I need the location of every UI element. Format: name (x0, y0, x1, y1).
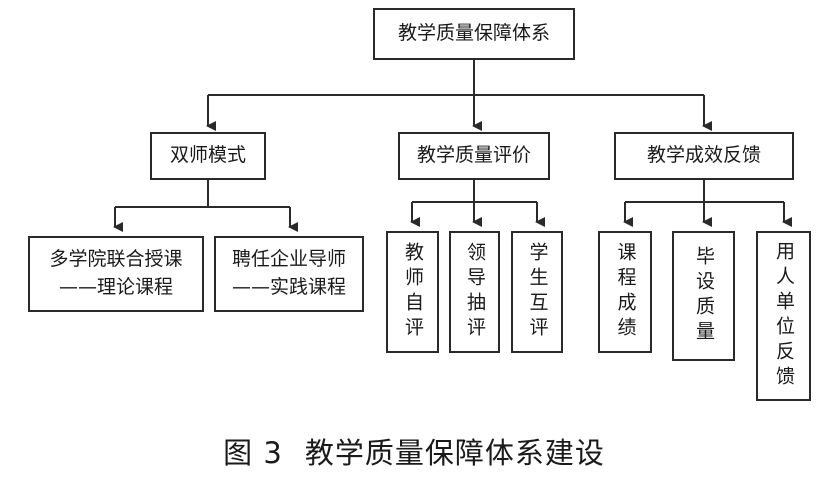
leaf-label-line2: ——理论课程 (58, 276, 173, 298)
leaf-label-line1: 多学院联合授课 (49, 248, 183, 271)
leaf-node-employer-feedback: 用人单位反馈 (756, 231, 811, 401)
root-label: 教学质量保障体系 (397, 22, 550, 45)
leaf-node-student-peer-eval: 学生互评 (511, 231, 563, 353)
figure-caption: 图 3 教学质量保障体系建设 (0, 430, 828, 472)
leaf-label-line2: ——实践课程 (231, 276, 346, 298)
leaf-node-leader-spot-eval: 领导抽评 (449, 231, 500, 353)
leaf-label: 领导抽评 (464, 242, 486, 342)
leaf-label: 用人单位反馈 (773, 241, 795, 391)
leaf-label: 教师自评 (402, 242, 424, 342)
leaf-label: 学生互评 (526, 242, 549, 342)
branch-node-outcome-feedback: 教学成效反馈 (614, 132, 794, 180)
branch-node-quality-evaluation: 教学质量评价 (398, 132, 550, 180)
figure-number: 图 3 (223, 436, 283, 470)
connector-lines (113, 60, 792, 232)
branch-node-dual-teacher: 双师模式 (150, 132, 266, 180)
leaf-label: 课程成绩 (614, 242, 637, 342)
branch-label: 双师模式 (169, 144, 246, 167)
root-node: 教学质量保障体系 (373, 8, 575, 60)
leaf-node-thesis-quality: 毕设质量 (672, 231, 735, 361)
leaf-label: 毕设质量 (693, 246, 715, 346)
leaf-label-line1: 聘任企业导师 (231, 248, 346, 271)
leaf-node-multi-college-teaching: 多学院联合授课 ——理论课程 (28, 236, 204, 312)
org-chart: 教学质量保障体系 双师模式 教学质量评价 教学成效反馈 多学院联合授课 ——理论… (28, 8, 811, 401)
leaf-node-teacher-self-eval: 教师自评 (386, 231, 439, 353)
branch-label: 教学成效反馈 (646, 144, 761, 167)
figure-title: 教学质量保障体系建设 (304, 436, 605, 470)
leaf-node-course-grades: 课程成绩 (598, 231, 652, 353)
leaf-node-enterprise-mentor: 聘任企业导师 ——实践课程 (214, 236, 364, 312)
branch-label: 教学质量评价 (416, 144, 531, 167)
